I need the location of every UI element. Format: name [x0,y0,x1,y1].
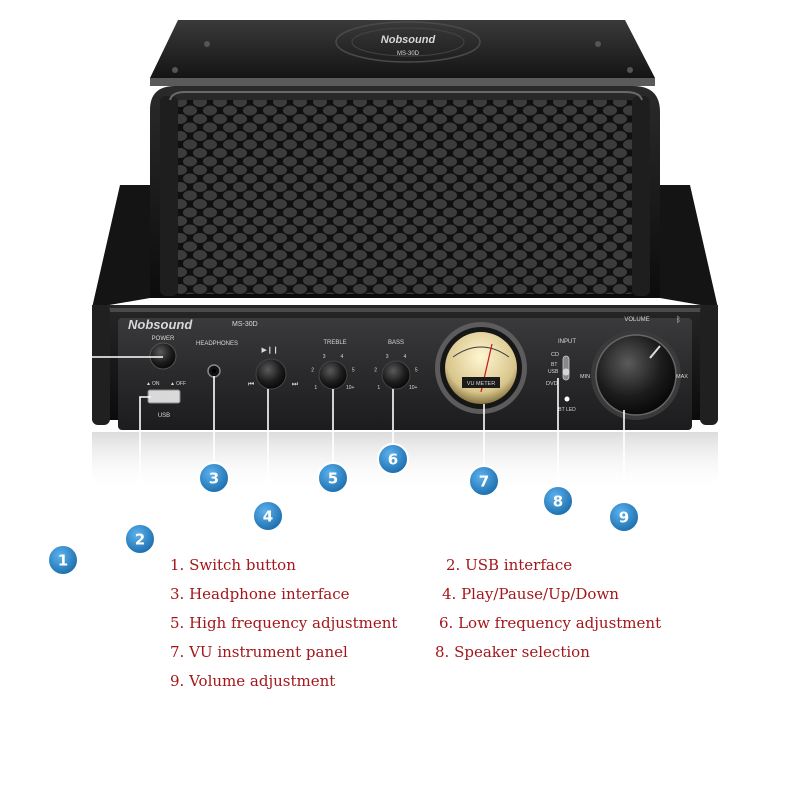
top-logo: Nobsound [381,34,436,46]
dvd-label: DVD [546,381,558,387]
volume-label: VOLUME [624,317,649,323]
legend-item-4: 4. Play/Pause/Up/Down [442,585,619,603]
legend-item-7: 7. VU instrument panel [170,643,348,661]
marker-9: 9 [608,501,640,533]
input-label: INPUT [558,339,576,345]
play-control-knob[interactable] [255,358,287,390]
bass-scale-mark-2: 2 [374,368,377,374]
bass-scale-mark-5: 5 [415,368,418,374]
play-pause-icon: ▶❙❙ [261,346,278,354]
legend-item-2: 2. USB interface [446,556,573,574]
marker-3: 3 [198,462,230,494]
bluetooth-icon: ᛒ [676,315,681,324]
volume-max-label: MAX [676,374,688,380]
off-indicator-icon: ▲ [170,381,175,387]
cd-icon: CD [551,352,559,358]
treble-label: TREBLE [323,340,346,346]
bass-scale-mark-3: 3 [386,354,389,360]
treble-scale-mark-5: 5 [352,368,355,374]
top-cover: Nobsound MS-30D [150,20,655,86]
usb-input-label: USB [548,369,559,375]
leader-lines [62,356,625,545]
marker-2-number: 2 [135,531,145,549]
usb-port-text: OUT [158,396,171,402]
treble-knob[interactable] [318,360,348,390]
treble-scale-mark-2: 2 [311,368,314,374]
marker-8-number: 8 [553,493,563,511]
headphones-label: HEADPHONES [196,341,238,347]
marker-1: 1 [47,544,79,576]
callout-markers: 1 2 3 4 5 6 7 8 [47,443,640,576]
bt-led-label: BT LED [558,407,576,413]
legend-item-3: 3. Headphone interface [170,585,350,603]
marker-5: 5 [317,462,349,494]
marker-7-number: 7 [479,473,489,491]
front-panel: Nobsound MS-30D ᛒ POWER ▲ ON ▲ OFF OUT U… [118,315,692,430]
marker-1-number: 1 [58,552,68,570]
legend-item-5: 5. High frequency adjustment [170,614,398,632]
treble-scale-mark-1: 1 [314,385,317,391]
marker-9-number: 9 [619,509,629,527]
marker-8: 8 [542,485,574,517]
top-model: MS-30D [397,51,420,57]
legend-item-8: 8. Speaker selection [435,643,590,661]
power-button[interactable] [149,342,177,370]
marker-4: 4 [252,500,284,532]
marker-6-number: 6 [388,451,398,469]
marker-4-number: 4 [263,508,273,526]
marker-6: 6 [377,443,409,475]
model-label: MS-30D [232,321,258,328]
on-label: ON [152,381,160,387]
legend-item-9: 9. Volume adjustment [170,672,336,690]
volume-knob[interactable] [595,334,677,416]
feature-legend: 1. Switch button 2. USB interface 3. Hea… [0,552,800,712]
next-icon: ⏭ [292,381,299,388]
bass-scale-mark-4: 4 [404,354,407,360]
treble-scale-mark-3: 3 [323,354,326,360]
treble-scale: 1 2 3 4 5 10+ [311,354,355,391]
power-label: POWER [152,336,175,342]
brand-logo: Nobsound [128,317,193,332]
usb-label: USB [158,413,170,419]
bass-scale: 1 2 3 4 5 10+ [374,354,418,391]
treble-scale-mark-6: 10+ [346,385,355,391]
tube-cage [150,86,660,298]
legend-item-6: 6. Low frequency adjustment [439,614,662,632]
bass-knob[interactable] [381,360,411,390]
treble-scale-mark-4: 4 [341,354,344,360]
bt-usb-label: BT [551,362,557,368]
vu-meter: VU METER [435,322,527,414]
on-indicator-icon: ▲ [146,381,151,387]
legend-item-1: 1. Switch button [170,556,296,574]
bass-scale-mark-1: 1 [377,385,380,391]
off-label: OFF [176,381,186,387]
marker-5-number: 5 [328,470,338,488]
marker-3-number: 3 [209,470,219,488]
marker-2: 2 [124,523,156,555]
bass-label: BASS [388,340,404,346]
marker-7: 7 [468,465,500,497]
volume-min-label: MIN [580,374,590,380]
vu-meter-label: VU METER [467,381,495,387]
previous-icon: ⏮ [248,381,254,388]
input-selector-switch[interactable] [562,355,570,381]
bt-led-indicator [564,396,570,402]
bass-scale-mark-6: 10+ [409,385,418,391]
